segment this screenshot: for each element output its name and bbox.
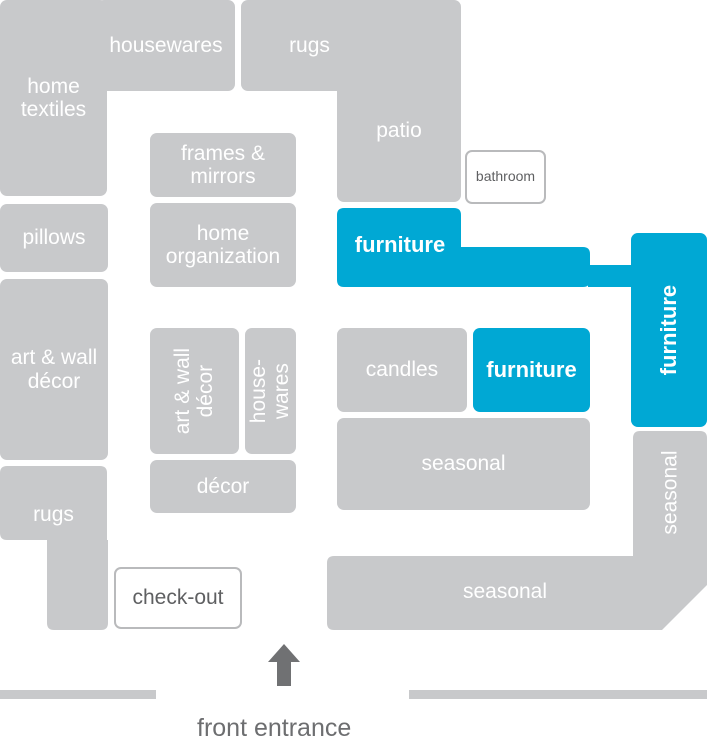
check-out-label: check-out [132,586,224,610]
dept-home-textiles[interactable]: home textiles [0,0,107,196]
dept-furniture-right[interactable]: furniture [631,233,707,427]
seasonal-bottom-shape[interactable] [327,431,707,630]
dept-pillows[interactable]: pillows [0,204,108,272]
dept-furniture-middle-label: furniture [486,356,577,382]
dept-candles[interactable]: candles [337,328,467,412]
dept-home-textiles-label: home textiles [20,74,87,121]
dept-frames-mirrors-label: frames & mirrors [180,141,266,188]
dept-furniture-right-label: furniture [655,284,681,376]
dept-housewares-top[interactable]: housewares [97,0,235,91]
entrance-wall-right [409,690,707,699]
dept-art-wall-decor-vertical-label: art & wall décor [171,347,218,435]
dept-art-wall-decor-left-label: art & wall décor [10,346,98,393]
dept-seasonal-middle-label: seasonal [421,452,506,476]
dept-furniture-top-label: furniture [354,232,446,257]
dept-frames-mirrors[interactable]: frames & mirrors [150,133,296,197]
dept-patio[interactable]: patio [337,0,461,202]
dept-seasonal-right-label-wrap: seasonal [633,440,707,546]
dept-pillows-label: pillows [22,226,86,250]
entrance-wall-left [0,690,156,699]
front-entrance-label: front entrance [197,714,352,742]
check-out[interactable]: check-out [114,567,242,629]
dept-seasonal-bottom-label: seasonal [462,580,548,603]
dept-art-wall-decor-left[interactable]: art & wall décor [0,279,108,460]
dept-rugs-top-label: rugs [289,33,330,57]
dept-candles-label: candles [365,358,439,382]
rugs-bottom-shape[interactable] [0,466,108,630]
dept-art-wall-decor-vertical[interactable]: art & wall décor [150,328,239,454]
dept-housewares-vertical-label: house- wares [247,358,294,424]
dept-housewares-vertical[interactable]: house- wares [245,328,296,454]
furniture-top-shape[interactable] [337,208,590,287]
dept-bathroom[interactable]: bathroom [465,150,546,204]
dept-decor[interactable]: décor [150,460,296,513]
dept-patio-label: patio [376,119,422,143]
dept-bathroom-label: bathroom [475,168,536,185]
dept-home-organization[interactable]: home organization [150,203,296,287]
dept-furniture-middle[interactable]: furniture [473,328,590,412]
furniture-connector [588,265,636,287]
dept-decor-label: décor [196,474,250,498]
dept-seasonal-right-label: seasonal [658,450,682,536]
dept-rugs-bottom-label: rugs [33,503,74,526]
dept-housewares-top-label: housewares [109,33,223,57]
up-arrow-icon [268,644,300,686]
dept-seasonal-middle[interactable]: seasonal [337,418,590,510]
dept-home-organization-label: home organization [165,221,281,268]
